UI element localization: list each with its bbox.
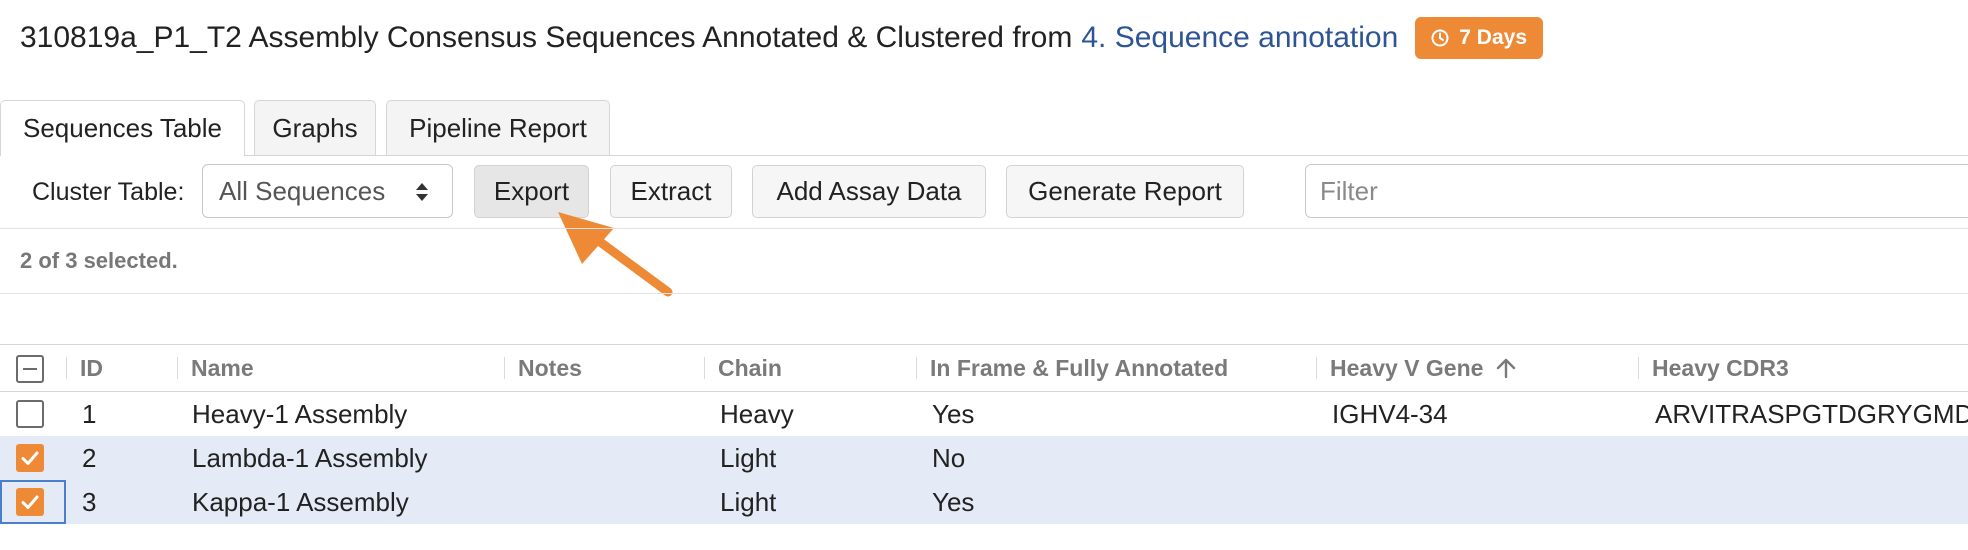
cell-id: 1	[82, 398, 97, 429]
cell-in-frame: Yes	[932, 486, 975, 517]
export-button[interactable]: Export	[474, 165, 589, 218]
select-arrows-icon	[416, 183, 428, 201]
cell-chain: Light	[720, 442, 777, 473]
select-all-checkbox[interactable]	[16, 355, 44, 383]
tab-divider	[0, 155, 1968, 156]
cluster-table-label: Cluster Table:	[32, 177, 185, 206]
tab-bar: Sequences Table Graphs Pipeline Report	[0, 100, 1968, 156]
column-header-heavy-v-gene-label: Heavy V Gene	[1330, 354, 1484, 381]
cell-in-frame: Yes	[932, 398, 975, 429]
add-assay-data-button[interactable]: Add Assay Data	[752, 165, 986, 218]
row-checkbox[interactable]	[16, 488, 44, 516]
cell-chain: Light	[720, 486, 777, 517]
toolbar: Cluster Table: All Sequences Export Extr…	[0, 156, 1968, 228]
selection-bar: 2 of 3 selected.	[0, 228, 1968, 294]
tab-sequences-table[interactable]: Sequences Table	[0, 100, 245, 156]
cell-name: Lambda-1 Assembly	[192, 442, 428, 473]
tab-pipeline-report[interactable]: Pipeline Report	[386, 100, 610, 155]
column-header-name[interactable]: Name	[191, 354, 254, 381]
generate-report-button[interactable]: Generate Report	[1006, 165, 1244, 218]
retention-badge: 7 Days	[1415, 17, 1543, 59]
checkmark-icon	[21, 495, 39, 509]
checkmark-icon	[21, 451, 39, 465]
cell-id: 2	[82, 442, 97, 473]
column-header-chain[interactable]: Chain	[718, 354, 782, 381]
cluster-table-value: All Sequences	[219, 175, 386, 206]
cell-heavy-cdr3: ARVITRASPGTDGRYGMDV	[1655, 398, 1968, 429]
table-row[interactable]: 2 Lambda-1 Assembly Light No	[0, 436, 1968, 480]
selection-count: 2 of 3 selected.	[20, 248, 178, 273]
column-header-id[interactable]: ID	[80, 354, 103, 381]
extract-button[interactable]: Extract	[610, 165, 732, 218]
column-header-notes[interactable]: Notes	[518, 354, 582, 381]
cell-heavy-v-gene: IGHV4-34	[1332, 398, 1448, 429]
row-checkbox[interactable]	[16, 444, 44, 472]
tab-graphs[interactable]: Graphs	[254, 100, 376, 155]
column-header-in-frame[interactable]: In Frame & Fully Annotated	[930, 354, 1229, 381]
column-header-heavy-cdr3[interactable]: Heavy CDR3	[1652, 354, 1789, 381]
filter-input[interactable]: Filter	[1305, 164, 1968, 218]
table-header: ID Name Notes Chain In Frame & Fully Ann…	[0, 345, 1968, 391]
cell-name: Kappa-1 Assembly	[192, 486, 409, 517]
cell-in-frame: No	[932, 442, 966, 473]
page-title: 310819a_P1_T2 Assembly Consensus Sequenc…	[20, 21, 1073, 54]
cluster-table-select[interactable]: All Sequences	[202, 164, 453, 218]
table-row[interactable]: 3 Kappa-1 Assembly Light Yes	[0, 480, 1968, 524]
clock-icon	[1431, 29, 1449, 47]
cell-name: Heavy-1 Assembly	[192, 398, 408, 429]
pipeline-step-link[interactable]: 4. Sequence annotation	[1081, 21, 1399, 54]
page-title-bar: 310819a_P1_T2 Assembly Consensus Sequenc…	[20, 16, 1543, 60]
cell-chain: Heavy	[720, 398, 794, 429]
sort-ascending-icon	[1497, 358, 1516, 379]
table-row[interactable]: 1 Heavy-1 Assembly Heavy Yes IGHV4-34 AR…	[0, 392, 1968, 436]
column-header-heavy-v-gene[interactable]: Heavy V Gene	[1330, 345, 1517, 391]
badge-label: 7 Days	[1459, 26, 1527, 49]
row-checkbox[interactable]	[16, 400, 44, 428]
cell-id: 3	[82, 486, 97, 517]
